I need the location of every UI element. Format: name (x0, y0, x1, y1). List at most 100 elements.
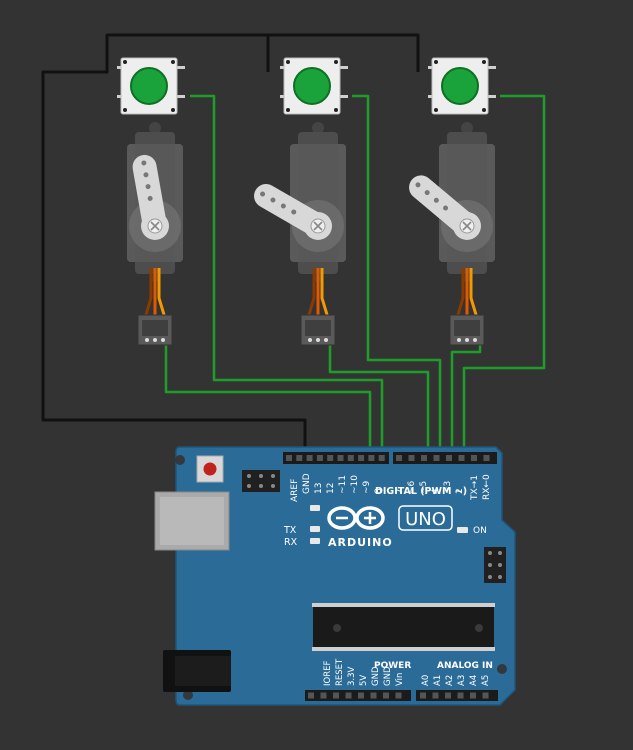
servo-2-connector (300, 314, 336, 346)
rx-led (310, 538, 320, 544)
servo-1-cable (143, 268, 167, 319)
servo-3[interactable] (404, 122, 495, 346)
analog-pin-label: A4 (469, 675, 479, 686)
servo-3-connector (449, 314, 485, 346)
l-led (310, 505, 320, 511)
analog-pin-label: A3 (457, 675, 467, 686)
button2-signal-wire[interactable] (352, 94, 442, 460)
pin-hole[interactable] (432, 692, 439, 699)
aref-label: AREF (290, 479, 300, 502)
pin-hole[interactable] (408, 455, 415, 461)
pin-hole[interactable] (316, 455, 323, 461)
digital-pin-label: TX→1 (470, 475, 480, 501)
servo-3-cable (455, 268, 479, 319)
digital-pin-label: ~6 (407, 480, 417, 494)
servo1-signal-wire[interactable] (164, 342, 372, 460)
pin-hole[interactable] (358, 455, 365, 461)
ground-wire-bridge[interactable] (268, 33, 420, 72)
pin-hole[interactable] (368, 455, 375, 461)
pin-hole[interactable] (333, 692, 339, 699)
button-1[interactable] (116, 57, 186, 115)
digital-pin-label: 8 (374, 488, 384, 494)
pin-hole[interactable] (446, 455, 452, 461)
power-pin-label: 5V (359, 675, 369, 686)
digital-label: DIGITAL (PWM ~) (375, 486, 467, 497)
pin-hole[interactable] (308, 692, 314, 699)
pin-hole[interactable] (296, 455, 303, 461)
pin-hole[interactable] (378, 455, 385, 461)
pin-hole[interactable] (457, 692, 464, 699)
digital-pin-label: ~5 (419, 481, 429, 494)
power-label: POWER (374, 661, 411, 671)
power-pin-label: RESET (335, 658, 345, 686)
power-jack (163, 650, 231, 692)
pin-hole[interactable] (420, 692, 426, 699)
pin-hole[interactable] (421, 455, 427, 461)
icsp-header-top (242, 470, 280, 492)
pin-hole[interactable] (320, 692, 327, 699)
pin-hole[interactable] (482, 692, 489, 699)
pin-hole[interactable] (445, 692, 451, 699)
button-2-cap[interactable] (293, 67, 331, 105)
pin-hole[interactable] (396, 455, 402, 461)
analog-pin-label: A1 (433, 675, 443, 686)
arduino-brand-label: ARDUINO (328, 536, 393, 549)
pin-hole[interactable] (347, 455, 354, 461)
pin-hole[interactable] (483, 455, 490, 461)
atmega-chip (312, 603, 495, 651)
pin-hole[interactable] (345, 692, 352, 699)
button1-signal-wire[interactable] (190, 94, 384, 460)
pin-hole[interactable] (306, 455, 313, 461)
pin-hole[interactable] (358, 692, 364, 699)
rx-label: RX (284, 537, 298, 548)
digital-pin-label: ~3 (443, 481, 453, 494)
analog-pin-label: A2 (445, 675, 455, 686)
digital-pin-label: 7 (395, 488, 405, 494)
digital-pin-label: RX←0 (482, 474, 492, 500)
pin-hole[interactable] (337, 455, 344, 461)
button-3[interactable] (427, 57, 497, 115)
button3-signal-wire[interactable] (462, 94, 546, 460)
uno-label: UNO (405, 509, 446, 530)
usb-port (154, 491, 230, 551)
pin-hole[interactable] (470, 692, 476, 699)
power-pin-label: Vin (395, 673, 405, 686)
gnd-label: GND (302, 473, 312, 494)
uno-badge: UNO (398, 505, 453, 531)
servo3-signal-wire[interactable] (450, 342, 482, 460)
servo-1-connector (137, 314, 173, 346)
analog-pin-label: A0 (421, 675, 431, 686)
digital-pin-label: 2 (455, 488, 465, 494)
servo-1[interactable] (127, 122, 183, 346)
pin-hole[interactable] (433, 455, 440, 461)
servo-2-screw-icon (310, 218, 326, 234)
ground-wires[interactable] (41, 33, 420, 460)
pin-hole[interactable] (327, 455, 334, 461)
power-pin-label: GND (383, 666, 393, 686)
digital-pin-label: 13 (314, 483, 324, 494)
button-2[interactable] (279, 57, 349, 115)
reset-button[interactable] (196, 455, 224, 483)
bottom-pin-holes[interactable] (308, 692, 489, 699)
button-3-cap[interactable] (441, 67, 479, 105)
power-pin-label: 3.3V (347, 666, 357, 686)
button-1-cap[interactable] (130, 67, 168, 105)
pin-hole[interactable] (370, 692, 377, 699)
pin-hole[interactable] (383, 692, 389, 699)
power-pin-label: GND (371, 666, 381, 686)
digital-pin-label: 12 (326, 483, 336, 494)
analog-header[interactable] (416, 690, 498, 701)
pin-hole[interactable] (395, 692, 402, 699)
signal-wires[interactable] (164, 94, 546, 460)
pin-hole[interactable] (286, 455, 292, 461)
pin-hole[interactable] (458, 455, 465, 461)
servo2-signal-wire[interactable] (328, 342, 430, 460)
servo-2[interactable] (250, 122, 346, 346)
ground-wire-main[interactable] (41, 33, 307, 460)
pin-hole[interactable] (471, 455, 477, 461)
digital-pin-holes[interactable] (286, 455, 490, 461)
